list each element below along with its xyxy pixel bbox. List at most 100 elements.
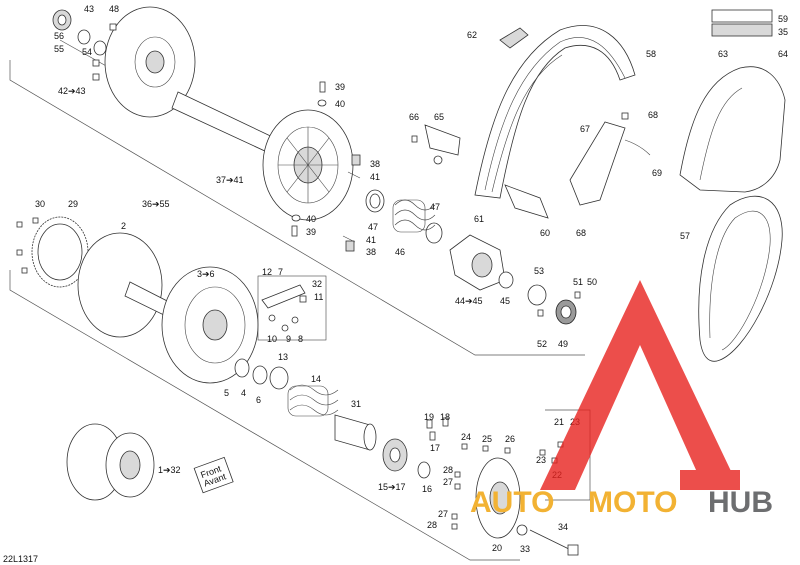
callout: 24 — [461, 432, 471, 442]
front-sign: Front Avant — [193, 456, 234, 494]
watermark-logo — [540, 280, 740, 490]
callout: 25 — [482, 434, 492, 444]
bracket-62 — [499, 27, 529, 49]
callout: 50 — [587, 277, 597, 287]
callout: 20 — [492, 543, 502, 553]
callout: 41 — [366, 235, 376, 245]
callout: 51 — [573, 277, 583, 287]
bolts-18-19 — [426, 417, 449, 429]
spider-44-45 — [449, 234, 547, 306]
callout: 63 — [718, 49, 728, 59]
cover-63-64 — [679, 66, 786, 193]
belt-guard-58 — [474, 25, 636, 199]
callout: 32 — [312, 279, 322, 289]
callout: 2 — [121, 221, 126, 231]
callout: 52 — [537, 339, 547, 349]
callout: 44➔45 — [455, 296, 483, 306]
callout: 18 — [440, 412, 450, 422]
callout: 48 — [109, 4, 119, 14]
diagram-code: 22L1317 — [3, 554, 38, 564]
callout: 49 — [558, 339, 568, 349]
callout: 3➔6 — [197, 269, 215, 279]
callout: 12 — [262, 267, 272, 277]
callout: 57 — [680, 231, 690, 241]
assembled-clutch — [66, 423, 155, 501]
callout: 58 — [646, 49, 656, 59]
callout: 65 — [434, 112, 444, 122]
callout: 28 — [427, 520, 437, 530]
washer-47 — [365, 189, 443, 244]
seal-ring — [52, 9, 107, 56]
callout: 26 — [505, 434, 515, 444]
lever-arms-7-12 — [257, 275, 327, 341]
callout: 1➔32 — [158, 465, 181, 475]
callout: 6 — [256, 395, 261, 405]
callout: 68 — [576, 228, 586, 238]
callout: 56 — [54, 31, 64, 41]
callout: 30 — [35, 199, 45, 209]
callout: 34 — [558, 522, 568, 532]
callout: 15➔17 — [378, 482, 406, 492]
callout: 42➔43 — [58, 86, 86, 96]
callout: 46 — [395, 247, 405, 257]
callout: 45 — [500, 296, 510, 306]
watermark-text: AUTO MOTO HUB — [470, 486, 773, 519]
spring-14 — [287, 384, 339, 417]
bolt-34 — [529, 529, 579, 556]
callout: 64 — [778, 49, 788, 59]
bolts-48 — [92, 23, 117, 81]
callout: 17 — [430, 443, 440, 453]
callout: 67 — [580, 124, 590, 134]
callout: 27 — [438, 509, 448, 519]
callout: 35 — [778, 27, 788, 37]
callout: 16 — [422, 484, 432, 494]
washers-4-6-13 — [234, 358, 289, 390]
rollers-38 — [342, 154, 361, 252]
callout: 59 — [778, 14, 788, 24]
callout: 47 — [368, 222, 378, 232]
bracket-65-66 — [411, 124, 461, 165]
callout: 62 — [467, 30, 477, 40]
watermark-auto: AUTO — [470, 486, 554, 519]
callout: 11 — [314, 292, 323, 302]
callout: 38 — [366, 247, 376, 257]
callout: 21 — [554, 417, 564, 427]
callout: 27 — [443, 477, 453, 487]
label-stickers — [711, 9, 773, 37]
bolts-30 — [16, 217, 39, 274]
fan-sheave — [262, 109, 354, 221]
callout: 55 — [54, 44, 64, 54]
callout: 40 — [306, 214, 316, 224]
callout: 47 — [430, 202, 440, 212]
watermark-moto: MOTO — [588, 486, 677, 519]
callout: 54 — [82, 47, 92, 57]
callout: 66 — [409, 112, 419, 122]
screws-39-40 — [291, 81, 327, 237]
callout: 33 — [520, 544, 530, 554]
cover-20 — [475, 457, 528, 539]
fixed-sheave-2 — [77, 232, 176, 338]
callout: 36➔55 — [142, 199, 170, 209]
callout: 7 — [278, 267, 283, 277]
ring-gear-29 — [31, 216, 89, 288]
callout: 8 — [298, 334, 303, 344]
drive-pulley-sheave — [104, 6, 196, 118]
callout: 37➔41 — [216, 175, 244, 185]
callout: 4 — [241, 388, 246, 398]
callout: 31 — [351, 399, 361, 409]
callout: 61 — [474, 214, 484, 224]
callout: 41 — [370, 172, 380, 182]
callout: 60 — [540, 228, 550, 238]
callout: 40 — [335, 99, 345, 109]
callout: 53 — [534, 266, 544, 276]
retainer-49 — [537, 291, 581, 325]
cam-15-17 — [382, 431, 436, 479]
small-parts-21-28 — [451, 441, 564, 530]
callout-labels: 56 55 54 43 48 42➔43 39 40 37➔41 38 41 3… — [3, 4, 788, 564]
callout: 9 — [286, 334, 291, 344]
callout: 23 — [536, 455, 546, 465]
bracket-60 — [504, 184, 549, 219]
callout: 14 — [311, 374, 321, 384]
callout: 19 — [424, 412, 434, 422]
